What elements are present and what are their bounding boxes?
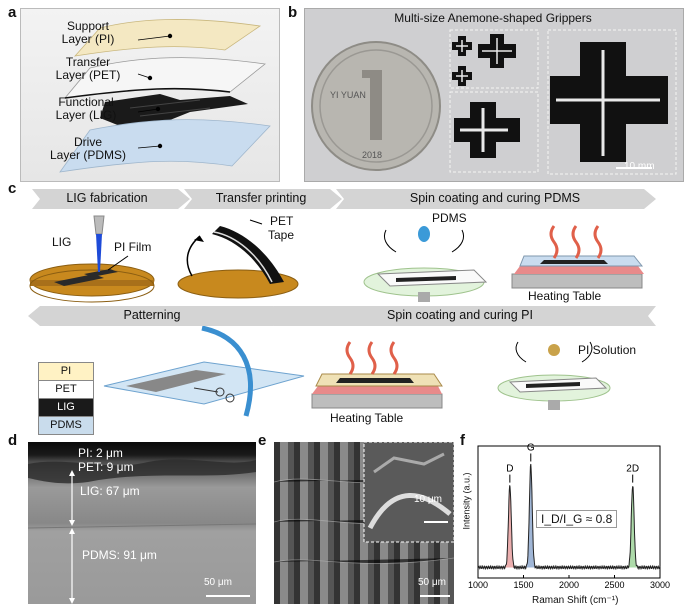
spectrum-line bbox=[477, 463, 661, 571]
peak-label-2: 2D bbox=[626, 464, 639, 475]
panel-d-letter: d bbox=[8, 432, 18, 449]
peak-label-0: D bbox=[506, 464, 513, 475]
layer-stack-illustration bbox=[59, 19, 271, 173]
label-pet-tape-1: PET bbox=[270, 214, 294, 228]
label-lig: LIG bbox=[52, 235, 72, 249]
stack-legend: PI PET LIG PDMS bbox=[38, 362, 94, 435]
panel-f-letter: f bbox=[460, 432, 465, 449]
step-label-lig-fabrication: LIG fabrication bbox=[66, 191, 148, 205]
coin-value-text: YI YUAN bbox=[330, 90, 366, 100]
ratio-annotation: I_D/I_G ≈ 0.8 bbox=[536, 510, 618, 528]
grippers-photo bbox=[311, 29, 677, 175]
step-illustrations-bottom bbox=[103, 326, 611, 417]
sem-e-overlay bbox=[274, 442, 454, 597]
panel-b: b Multi-size Anemone-shaped Grippers bbox=[288, 4, 684, 182]
panel-e-letter: e bbox=[258, 432, 267, 449]
sem-label-pdms: PDMS: 91 μm bbox=[82, 548, 157, 562]
ratio-label: I_D/I_G ≈ 0.8 bbox=[541, 512, 613, 526]
pdms-layer bbox=[59, 119, 271, 173]
stack-pet: PET bbox=[38, 381, 94, 399]
x-tick-label-1: 1500 bbox=[513, 580, 533, 590]
step-label-patterning: Patterning bbox=[123, 308, 181, 322]
step-label-spin-pdms: Spin coating and curing PDMS bbox=[409, 191, 581, 205]
panel-f: f D G 2D 1000 1500 2000 2500 3000 Intensity (a.… bbox=[460, 432, 685, 610]
x-tick-label-3: 2500 bbox=[604, 580, 624, 590]
sem-d-scale-label: 50 μm bbox=[204, 577, 232, 588]
panel-d: d PI: 2 μm PET: 9 μm LIG: 67 μm PDMS: 91… bbox=[8, 432, 258, 608]
step-label-spin-pi: Spin coating and curing PI bbox=[387, 308, 533, 322]
label-pi-solution: PI Solution bbox=[578, 343, 637, 357]
panel-e: e 10 μm 50 μm bbox=[258, 432, 456, 608]
step-bar-spin-pdms bbox=[336, 189, 656, 209]
sem-label-pet: PET: 9 μm bbox=[78, 460, 134, 474]
panel-a-letter: a bbox=[8, 4, 17, 21]
stack-pi: PI bbox=[38, 362, 94, 381]
panel-b-scale-bar-label: 10 mm bbox=[624, 161, 655, 172]
panel-b-title: Multi-size Anemone-shaped Grippers bbox=[394, 11, 592, 25]
label-pi-film: PI Film bbox=[114, 240, 152, 254]
step-bar-patterning bbox=[28, 306, 274, 326]
step-bar-lig-fabrication bbox=[32, 189, 190, 209]
raman-chart: D G 2D 1000 1500 2000 2500 3000 bbox=[468, 442, 670, 590]
label-pet-tape-2: Tape bbox=[268, 228, 295, 242]
pi-layer bbox=[73, 19, 262, 57]
peak-label-1: G bbox=[527, 442, 535, 453]
panel-b-letter: b bbox=[288, 4, 298, 21]
stack-lig: LIG bbox=[38, 399, 94, 417]
x-tick-label-4: 3000 bbox=[650, 580, 670, 590]
lig-layer bbox=[100, 94, 248, 126]
stack-pdms: PDMS bbox=[38, 417, 94, 435]
step-bar-spin-pi bbox=[262, 306, 656, 326]
sem-d-annotations bbox=[28, 459, 256, 604]
label-pdms: PDMS bbox=[432, 211, 467, 225]
step-bar-transfer-printing bbox=[184, 189, 342, 209]
sem-e-scale-label: 50 μm bbox=[418, 577, 446, 588]
chart-xlabel: Raman Shift (cm⁻¹) bbox=[532, 595, 619, 606]
step-label-transfer-printing: Transfer printing bbox=[215, 191, 307, 205]
x-tick-label-0: 1000 bbox=[468, 580, 488, 590]
coin-year-text: 2018 bbox=[362, 150, 383, 160]
coin bbox=[311, 41, 441, 171]
label-heating-table-2: Heating Table bbox=[330, 411, 404, 425]
panel-c-letter: c bbox=[8, 180, 17, 197]
x-tick-label-2: 2000 bbox=[559, 580, 579, 590]
chart-ylabel: Intensity (a.u.) bbox=[461, 472, 472, 530]
sem-label-pi: PI: 2 μm bbox=[78, 446, 123, 460]
step-illustrations-top bbox=[29, 215, 644, 303]
label-heating-table-1: Heating Table bbox=[528, 289, 602, 303]
sem-e-inset-scale-label: 10 μm bbox=[414, 494, 442, 505]
sem-label-lig: LIG: 67 μm bbox=[80, 484, 140, 498]
